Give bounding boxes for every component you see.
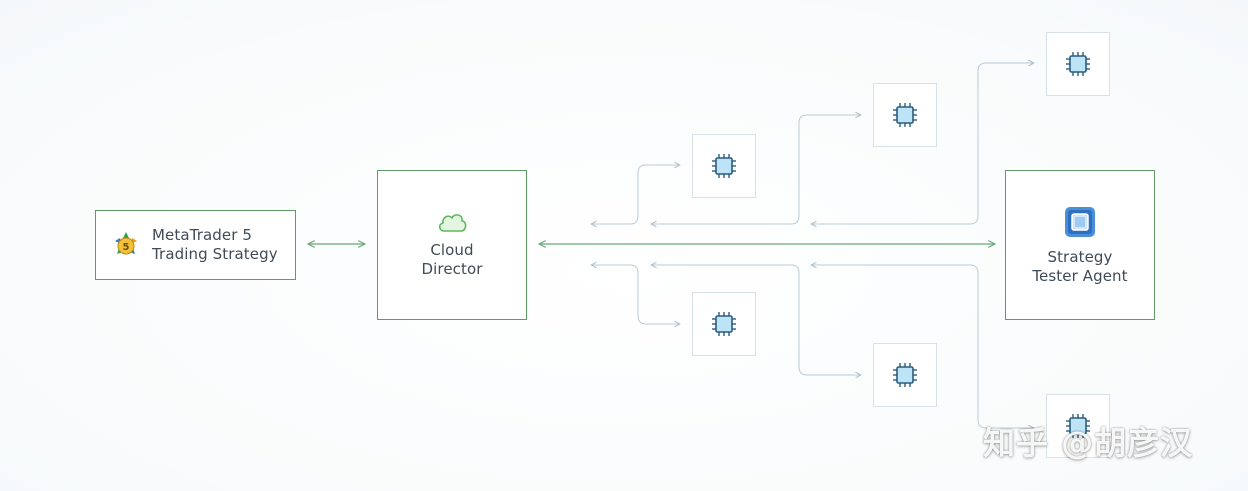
wire-down-3	[811, 265, 1034, 428]
cloud-director-box: Cloud Director	[377, 170, 527, 320]
cpu-chip-icon	[893, 363, 917, 387]
cpu-chip-icon	[1065, 207, 1095, 237]
agent-label-line2: Tester Agent	[1032, 267, 1128, 285]
svg-text:5: 5	[123, 242, 130, 253]
director-label-line2: Director	[421, 260, 483, 278]
cpu-chip-icon	[712, 154, 736, 178]
wire-down-1	[591, 265, 680, 324]
metatrader-strategy-box: 5 MetaTrader 5 Trading Strategy	[95, 210, 296, 280]
wire-up-1	[591, 165, 680, 224]
wire-up-2	[651, 115, 861, 224]
cloud-icon	[438, 214, 467, 232]
cpu-chip-icon	[1066, 52, 1090, 76]
remote-agent-4	[692, 292, 756, 356]
metatrader-label-line2: Trading Strategy	[152, 245, 278, 263]
agent-label-line1: Strategy	[1047, 248, 1113, 266]
metatrader-label-line1: MetaTrader 5	[152, 226, 252, 244]
cpu-chip-icon	[893, 103, 917, 127]
remote-agent-3	[1046, 32, 1110, 96]
wire-up-3	[811, 63, 1034, 224]
strategy-tester-agent-box: Strategy Tester Agent	[1005, 170, 1155, 320]
director-label-line1: Cloud	[430, 241, 474, 259]
remote-agent-6	[1046, 394, 1110, 458]
director-label: Cloud Director	[421, 241, 482, 279]
metatrader-label: MetaTrader 5 Trading Strategy	[152, 226, 278, 264]
remote-agent-1	[692, 134, 756, 198]
cpu-chip-icon	[712, 312, 736, 336]
cpu-chip-icon	[1066, 414, 1090, 438]
remote-agent-2	[873, 83, 937, 147]
agent-label: Strategy Tester Agent	[1032, 248, 1127, 286]
watermark: 知乎 @胡彦汉	[983, 424, 1194, 462]
wire-down-2	[651, 265, 861, 375]
metatrader5-logo-icon: 5	[115, 232, 137, 255]
remote-agent-5	[873, 343, 937, 407]
